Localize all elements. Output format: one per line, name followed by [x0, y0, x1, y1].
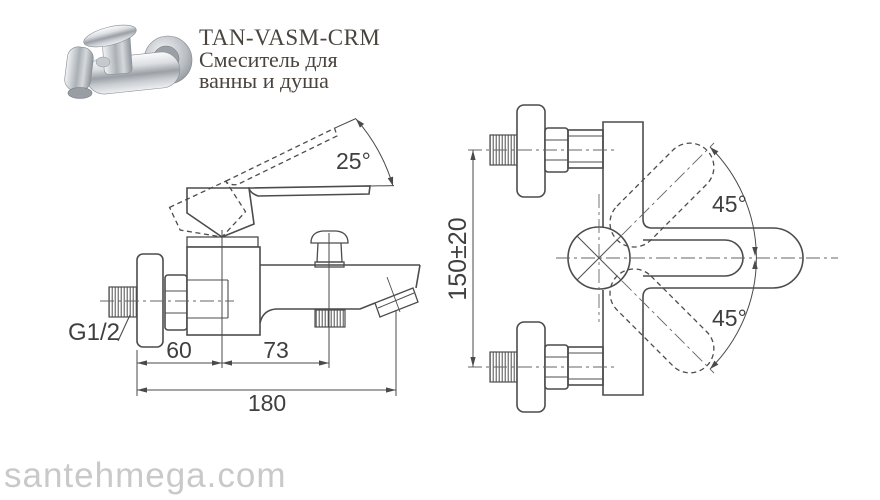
- product-photo: [64, 24, 193, 99]
- product-description-line1: Смеситель для: [199, 46, 338, 72]
- product-title-block: TAN-VASM-CRM Смеситель для ванны и душа: [199, 25, 381, 93]
- photo-aerator: [67, 87, 93, 99]
- handle-angle-dimension: [334, 118, 395, 187]
- label-handle-angle: 25°: [336, 148, 371, 174]
- side-view-drawing: [100, 118, 421, 396]
- arc-arrow-lower: [387, 176, 394, 186]
- label-thread-size: G1/2: [68, 319, 120, 346]
- photo-lever-handle: [83, 24, 137, 48]
- swing-angle-dimension: [709, 146, 758, 370]
- spout: [259, 264, 421, 324]
- label-swing-upper: 45°: [712, 191, 747, 217]
- label-dim-60: 60: [166, 337, 192, 363]
- valve-body: [186, 246, 261, 336]
- photo-diverter-knob: [95, 56, 111, 68]
- front-view-drawing: [468, 104, 838, 413]
- product-description-line2: ванны и душа: [199, 68, 329, 93]
- shower-outlet-thread: [314, 309, 346, 328]
- handle-solid: [186, 185, 371, 238]
- photo-body: [85, 51, 181, 95]
- watermark: santehmega.com: [4, 456, 287, 495]
- top-flange: [516, 104, 546, 198]
- front-body-slab: [602, 121, 653, 396]
- product-code: TAN-VASM-CRM: [199, 25, 381, 50]
- label-dim-73: 73: [263, 337, 289, 363]
- wall-flange: [136, 253, 164, 348]
- top-connection: [489, 104, 604, 198]
- front-centerlines: [468, 142, 838, 374]
- label-dim-150: 150±20: [444, 217, 472, 300]
- label-swing-lower: 45°: [712, 305, 747, 331]
- wall-thread-g12: [108, 286, 138, 318]
- label-dim-180: 180: [248, 390, 286, 416]
- valve-body-inner-lines: [187, 279, 229, 319]
- g12-leader-line: [117, 314, 131, 342]
- mount-centers-dimension: [470, 150, 476, 367]
- handle-dashed-raised: [168, 127, 338, 238]
- spout-aerator: [374, 287, 419, 318]
- side-view-dimensions: [136, 230, 397, 396]
- arc-arrow-upper: [356, 119, 365, 128]
- mounting-nut: [164, 274, 188, 331]
- aerator-centerline: [386, 276, 401, 313]
